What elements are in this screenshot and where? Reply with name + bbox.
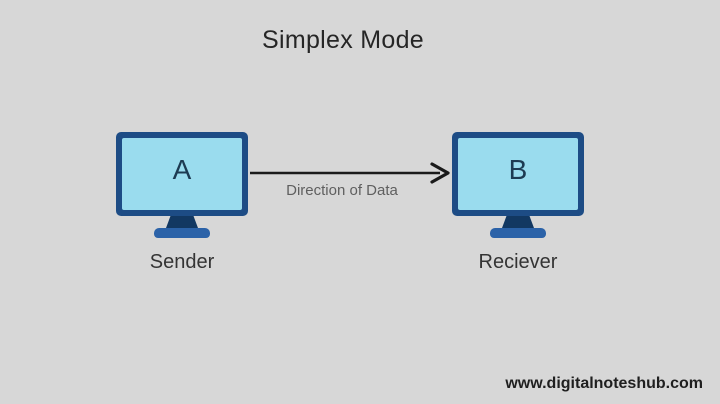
- receiver-monitor-stand-neck-icon: [502, 216, 534, 228]
- data-flow-arrow-icon: [250, 162, 450, 184]
- sender-monitor-stand-base-icon: [154, 228, 210, 238]
- receiver-screen-label: B: [508, 154, 528, 185]
- receiver-caption: Reciever: [478, 251, 558, 273]
- receiver-monitor-stand-base-icon: [490, 228, 546, 238]
- sender-monitor-icon: A: [116, 132, 248, 216]
- sender-monitor-stand-neck-icon: [166, 216, 198, 228]
- sender-caption: Sender: [149, 251, 215, 273]
- watermark-text: www.digitalnoteshub.com: [505, 375, 703, 392]
- diagram-title: Simplex Mode: [262, 26, 424, 54]
- sender-screen-label: A: [172, 154, 192, 185]
- data-flow-arrow-label: Direction of Data: [286, 182, 398, 199]
- receiver-monitor-screen: B: [458, 138, 578, 210]
- sender-monitor-screen: A: [122, 138, 242, 210]
- receiver-node: B Reciever: [452, 132, 584, 274]
- receiver-monitor-icon: B: [452, 132, 584, 216]
- sender-node: A Sender: [116, 132, 248, 274]
